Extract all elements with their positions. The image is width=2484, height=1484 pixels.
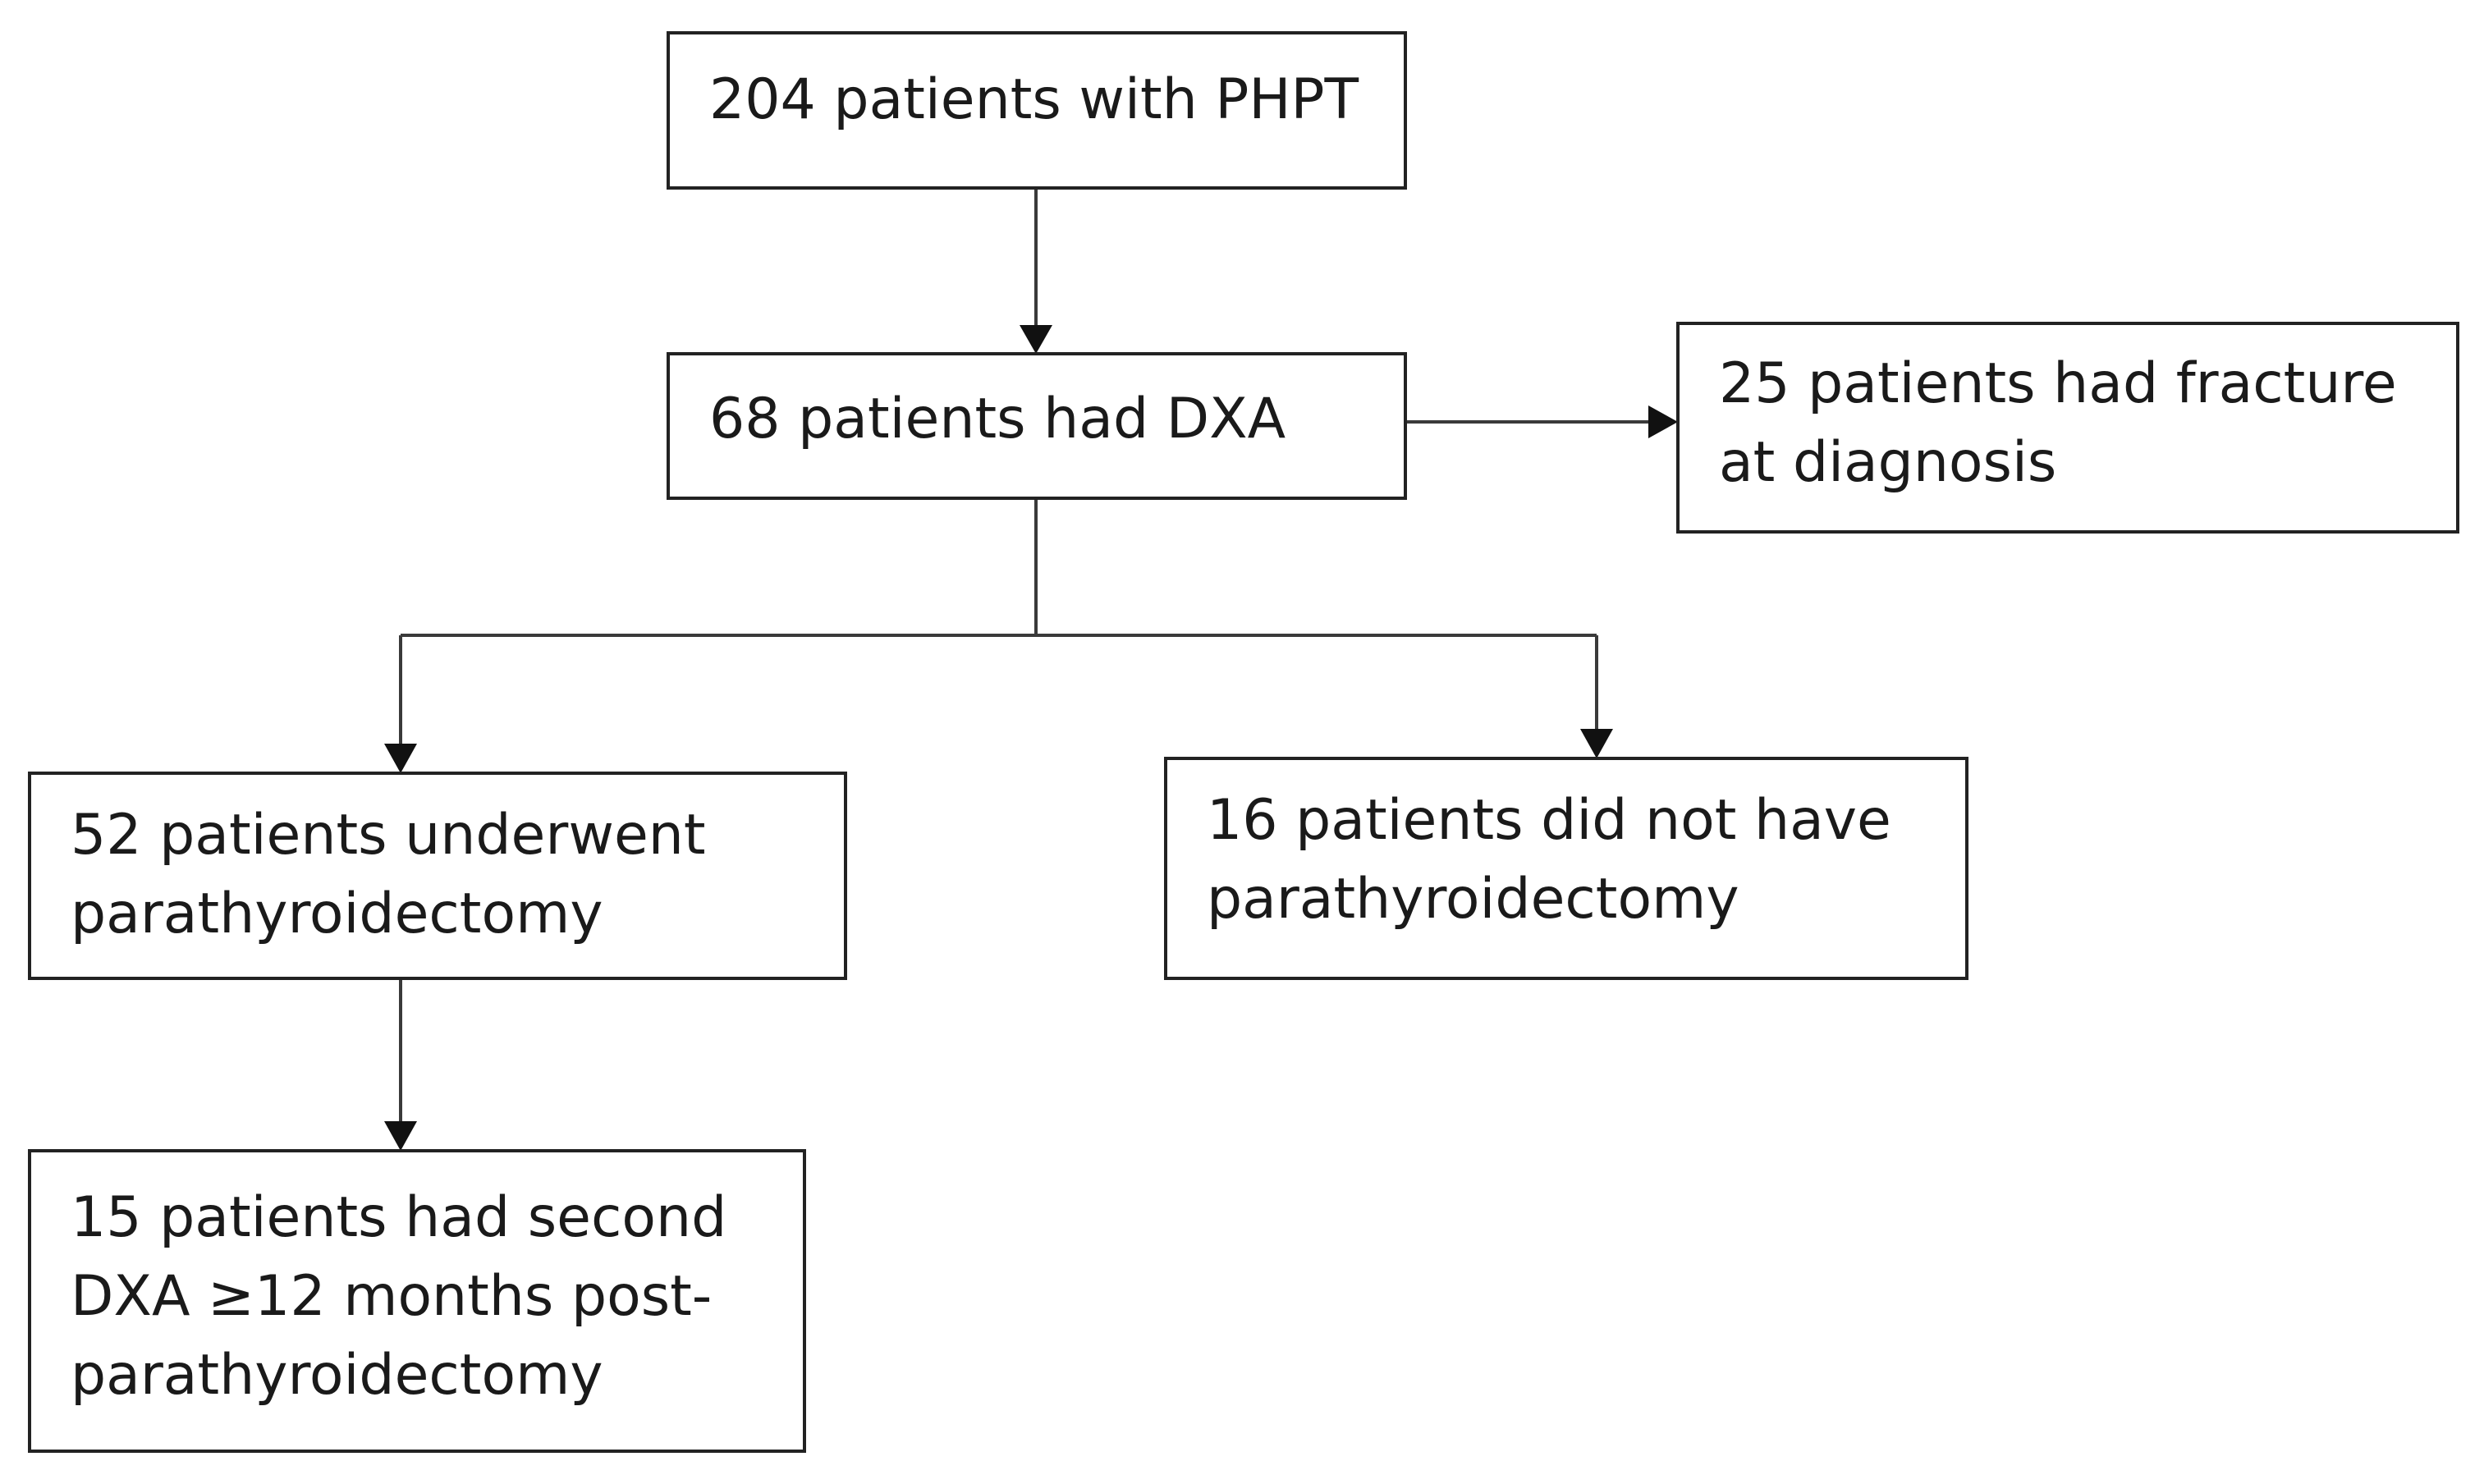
node-total-patients: 204 patients with PHPT [667, 31, 1407, 190]
arrowhead-dxa-to-fracture [1648, 405, 1678, 438]
arrowhead-surgery-to-second-dxa [384, 1121, 417, 1151]
arrowhead-dxa-to-surgery [384, 744, 417, 773]
node-had-dxa: 68 patients had DXA [667, 352, 1407, 500]
node-second-dxa: 15 patients had second DXA ≥12 months po… [28, 1149, 806, 1453]
node-fracture-at-diagnosis: 25 patients had fracture at diagnosis [1676, 322, 2459, 534]
arrowhead-total-to-dxa [1020, 325, 1052, 354]
node-no-parathyroidectomy: 16 patients did not have parathyroidecto… [1164, 757, 1968, 980]
node-underwent-parathyroidectomy: 52 patients underwent parathyroidectomy [28, 772, 847, 980]
arrowhead-dxa-to-no-surgery [1580, 729, 1613, 758]
